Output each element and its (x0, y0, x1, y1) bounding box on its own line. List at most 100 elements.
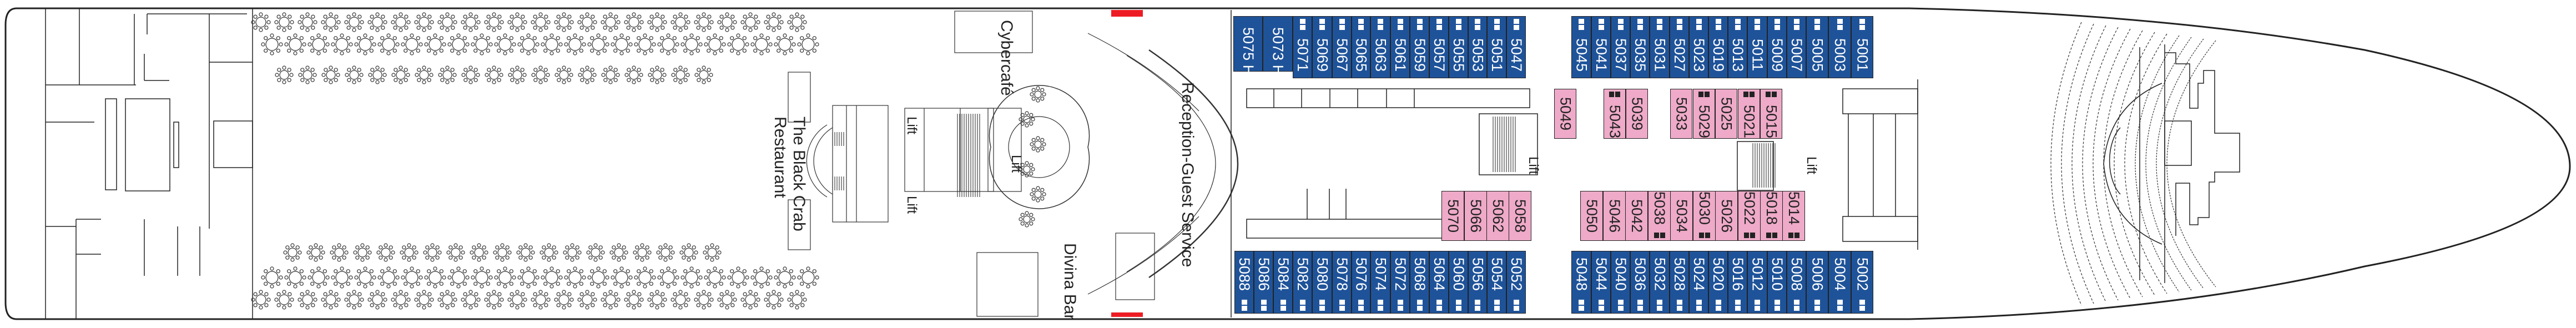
cabin-5043[interactable]: 5043 (1604, 89, 1626, 139)
cabin-5011[interactable]: 5011 (1747, 16, 1767, 78)
cabin-5045[interactable]: 5045 (1571, 16, 1591, 78)
cabin-5002[interactable]: 5002 (1851, 251, 1873, 314)
table-shape (439, 269, 443, 274)
cabin-5047[interactable]: 5047 (1506, 16, 1526, 78)
cabin-5059[interactable]: 5059 (1410, 16, 1429, 78)
cabin-5044[interactable]: 5044 (1591, 251, 1611, 314)
cabin-5067[interactable]: 5067 (1332, 16, 1352, 78)
cabin-5014[interactable]: 5014 (1782, 191, 1805, 241)
table-shape (753, 48, 758, 53)
table-shape (533, 26, 537, 30)
table-shape (360, 258, 365, 262)
table-shape (352, 65, 356, 70)
cabin-5008[interactable]: 5008 (1787, 251, 1806, 314)
cabin-5074[interactable]: 5074 (1370, 251, 1390, 314)
cabin-5086[interactable]: 5086 (1254, 251, 1273, 314)
cabin-5076[interactable]: 5076 (1352, 251, 1370, 314)
cabin-5082[interactable]: 5082 (1293, 251, 1312, 314)
cabin-5069[interactable]: 5069 (1312, 16, 1332, 78)
cabin-5022[interactable]: 5022 (1738, 191, 1761, 241)
cabin-5004[interactable]: 5004 (1828, 251, 1851, 314)
venue-label-reception[interactable]: Reception-Guest Service (1178, 82, 1197, 268)
table-shape (557, 78, 561, 82)
cabin-5065[interactable]: 5065 (1352, 16, 1370, 78)
cabin-5018[interactable]: 5018 (1760, 191, 1783, 241)
cabin-5028[interactable]: 5028 (1670, 251, 1689, 314)
cabin-5038[interactable]: 5038 (1648, 191, 1671, 241)
cabin-5058[interactable]: 5058 (1509, 191, 1531, 241)
cabin-5026[interactable]: 5026 (1715, 191, 1738, 241)
cabin-5034[interactable]: 5034 (1670, 191, 1693, 241)
cabin-5072[interactable]: 5072 (1390, 251, 1410, 314)
cabin-5080[interactable]: 5080 (1312, 251, 1332, 314)
cabin-5056[interactable]: 5056 (1468, 251, 1487, 314)
cabin-5088[interactable]: 5088 (1234, 251, 1254, 314)
cabin-5037[interactable]: 5037 (1611, 16, 1630, 78)
cabin-5042[interactable]: 5042 (1625, 191, 1648, 241)
cabin-5029[interactable]: 5029 (1693, 89, 1715, 139)
cabin-5033[interactable]: 5033 (1670, 89, 1692, 139)
cabin-5007[interactable]: 5007 (1787, 16, 1806, 78)
bed-icon (1339, 19, 1345, 30)
cabin-5046[interactable]: 5046 (1603, 191, 1626, 241)
cabin-5063[interactable]: 5063 (1370, 16, 1390, 78)
cabin-5054[interactable]: 5054 (1487, 251, 1506, 314)
cabin-5003[interactable]: 5003 (1828, 16, 1851, 78)
cabin-5036[interactable]: 5036 (1630, 251, 1650, 314)
cabin-5068[interactable]: 5068 (1410, 251, 1429, 314)
cabin-5066[interactable]: 5066 (1464, 191, 1487, 241)
cabin-5021[interactable]: 5021 (1738, 89, 1760, 139)
cabin-5032[interactable]: 5032 (1650, 251, 1670, 314)
cabin-5084[interactable]: 5084 (1273, 251, 1293, 314)
cabin-5051[interactable]: 5051 (1487, 16, 1506, 78)
table-shape (474, 26, 478, 30)
cabin-5015[interactable]: 5015 (1760, 89, 1782, 139)
table-shape (722, 294, 733, 305)
cabin-5070[interactable]: 5070 (1441, 191, 1464, 241)
cabin-5049[interactable]: 5049 (1554, 89, 1576, 139)
cabin-5057[interactable]: 5057 (1429, 16, 1449, 78)
cabin-5012[interactable]: 5012 (1747, 251, 1767, 314)
cabin-5060[interactable]: 5060 (1449, 251, 1468, 314)
cabin-5053[interactable]: 5053 (1468, 16, 1487, 78)
table-shape (340, 51, 344, 55)
cabin-5031[interactable]: 5031 (1650, 16, 1670, 78)
cabin-5071[interactable]: 5071 (1293, 16, 1312, 78)
cabin-5041[interactable]: 5041 (1591, 16, 1611, 78)
cabin-5030[interactable]: 5030 (1693, 191, 1716, 241)
table-shape (766, 303, 770, 307)
cabin-5023[interactable]: 5023 (1689, 16, 1708, 78)
cabin-5027[interactable]: 5027 (1670, 16, 1689, 78)
cabin-5061[interactable]: 5061 (1390, 16, 1410, 78)
cabin-5062[interactable]: 5062 (1486, 191, 1509, 241)
cabin-5009[interactable]: 5009 (1767, 16, 1787, 78)
venue-label-divina-bar[interactable]: Divina Bar (1061, 243, 1079, 320)
cabin-5050[interactable]: 5050 (1580, 191, 1603, 241)
cabin-5075[interactable]: 5075 H (1233, 16, 1263, 76)
cabin-5055[interactable]: 5055 (1449, 16, 1468, 78)
cabin-5064[interactable]: 5064 (1429, 251, 1449, 314)
table-shape (407, 258, 411, 262)
cabin-5005[interactable]: 5005 (1806, 16, 1828, 78)
cabin-5024[interactable]: 5024 (1689, 251, 1708, 314)
cabin-5025[interactable]: 5025 (1715, 89, 1737, 139)
table-shape (742, 36, 747, 41)
cabin-5078[interactable]: 5078 (1332, 251, 1352, 314)
venue-label-black-crab[interactable]: The Black Crab Restaurant (770, 117, 808, 231)
cabin-5019[interactable]: 5019 (1708, 16, 1728, 78)
cabin-5040[interactable]: 5040 (1611, 251, 1630, 314)
cabin-5006[interactable]: 5006 (1806, 251, 1828, 314)
table-shape (531, 20, 535, 24)
cabin-5035[interactable]: 5035 (1630, 16, 1650, 78)
cabin-5073[interactable]: 5073 H (1263, 16, 1293, 76)
table-shape (558, 294, 569, 305)
venue-label-cybercafe[interactable]: Cybercafé (997, 20, 1016, 96)
cabin-5010[interactable]: 5010 (1767, 251, 1787, 314)
cabin-5039[interactable]: 5039 (1626, 89, 1648, 139)
cabin-5001[interactable]: 5001 (1851, 16, 1873, 78)
cabin-5013[interactable]: 5013 (1728, 16, 1747, 78)
cabin-5020[interactable]: 5020 (1708, 251, 1728, 314)
cabin-5048[interactable]: 5048 (1571, 251, 1591, 314)
cabin-5052[interactable]: 5052 (1506, 251, 1526, 314)
cabin-5016[interactable]: 5016 (1728, 251, 1747, 314)
